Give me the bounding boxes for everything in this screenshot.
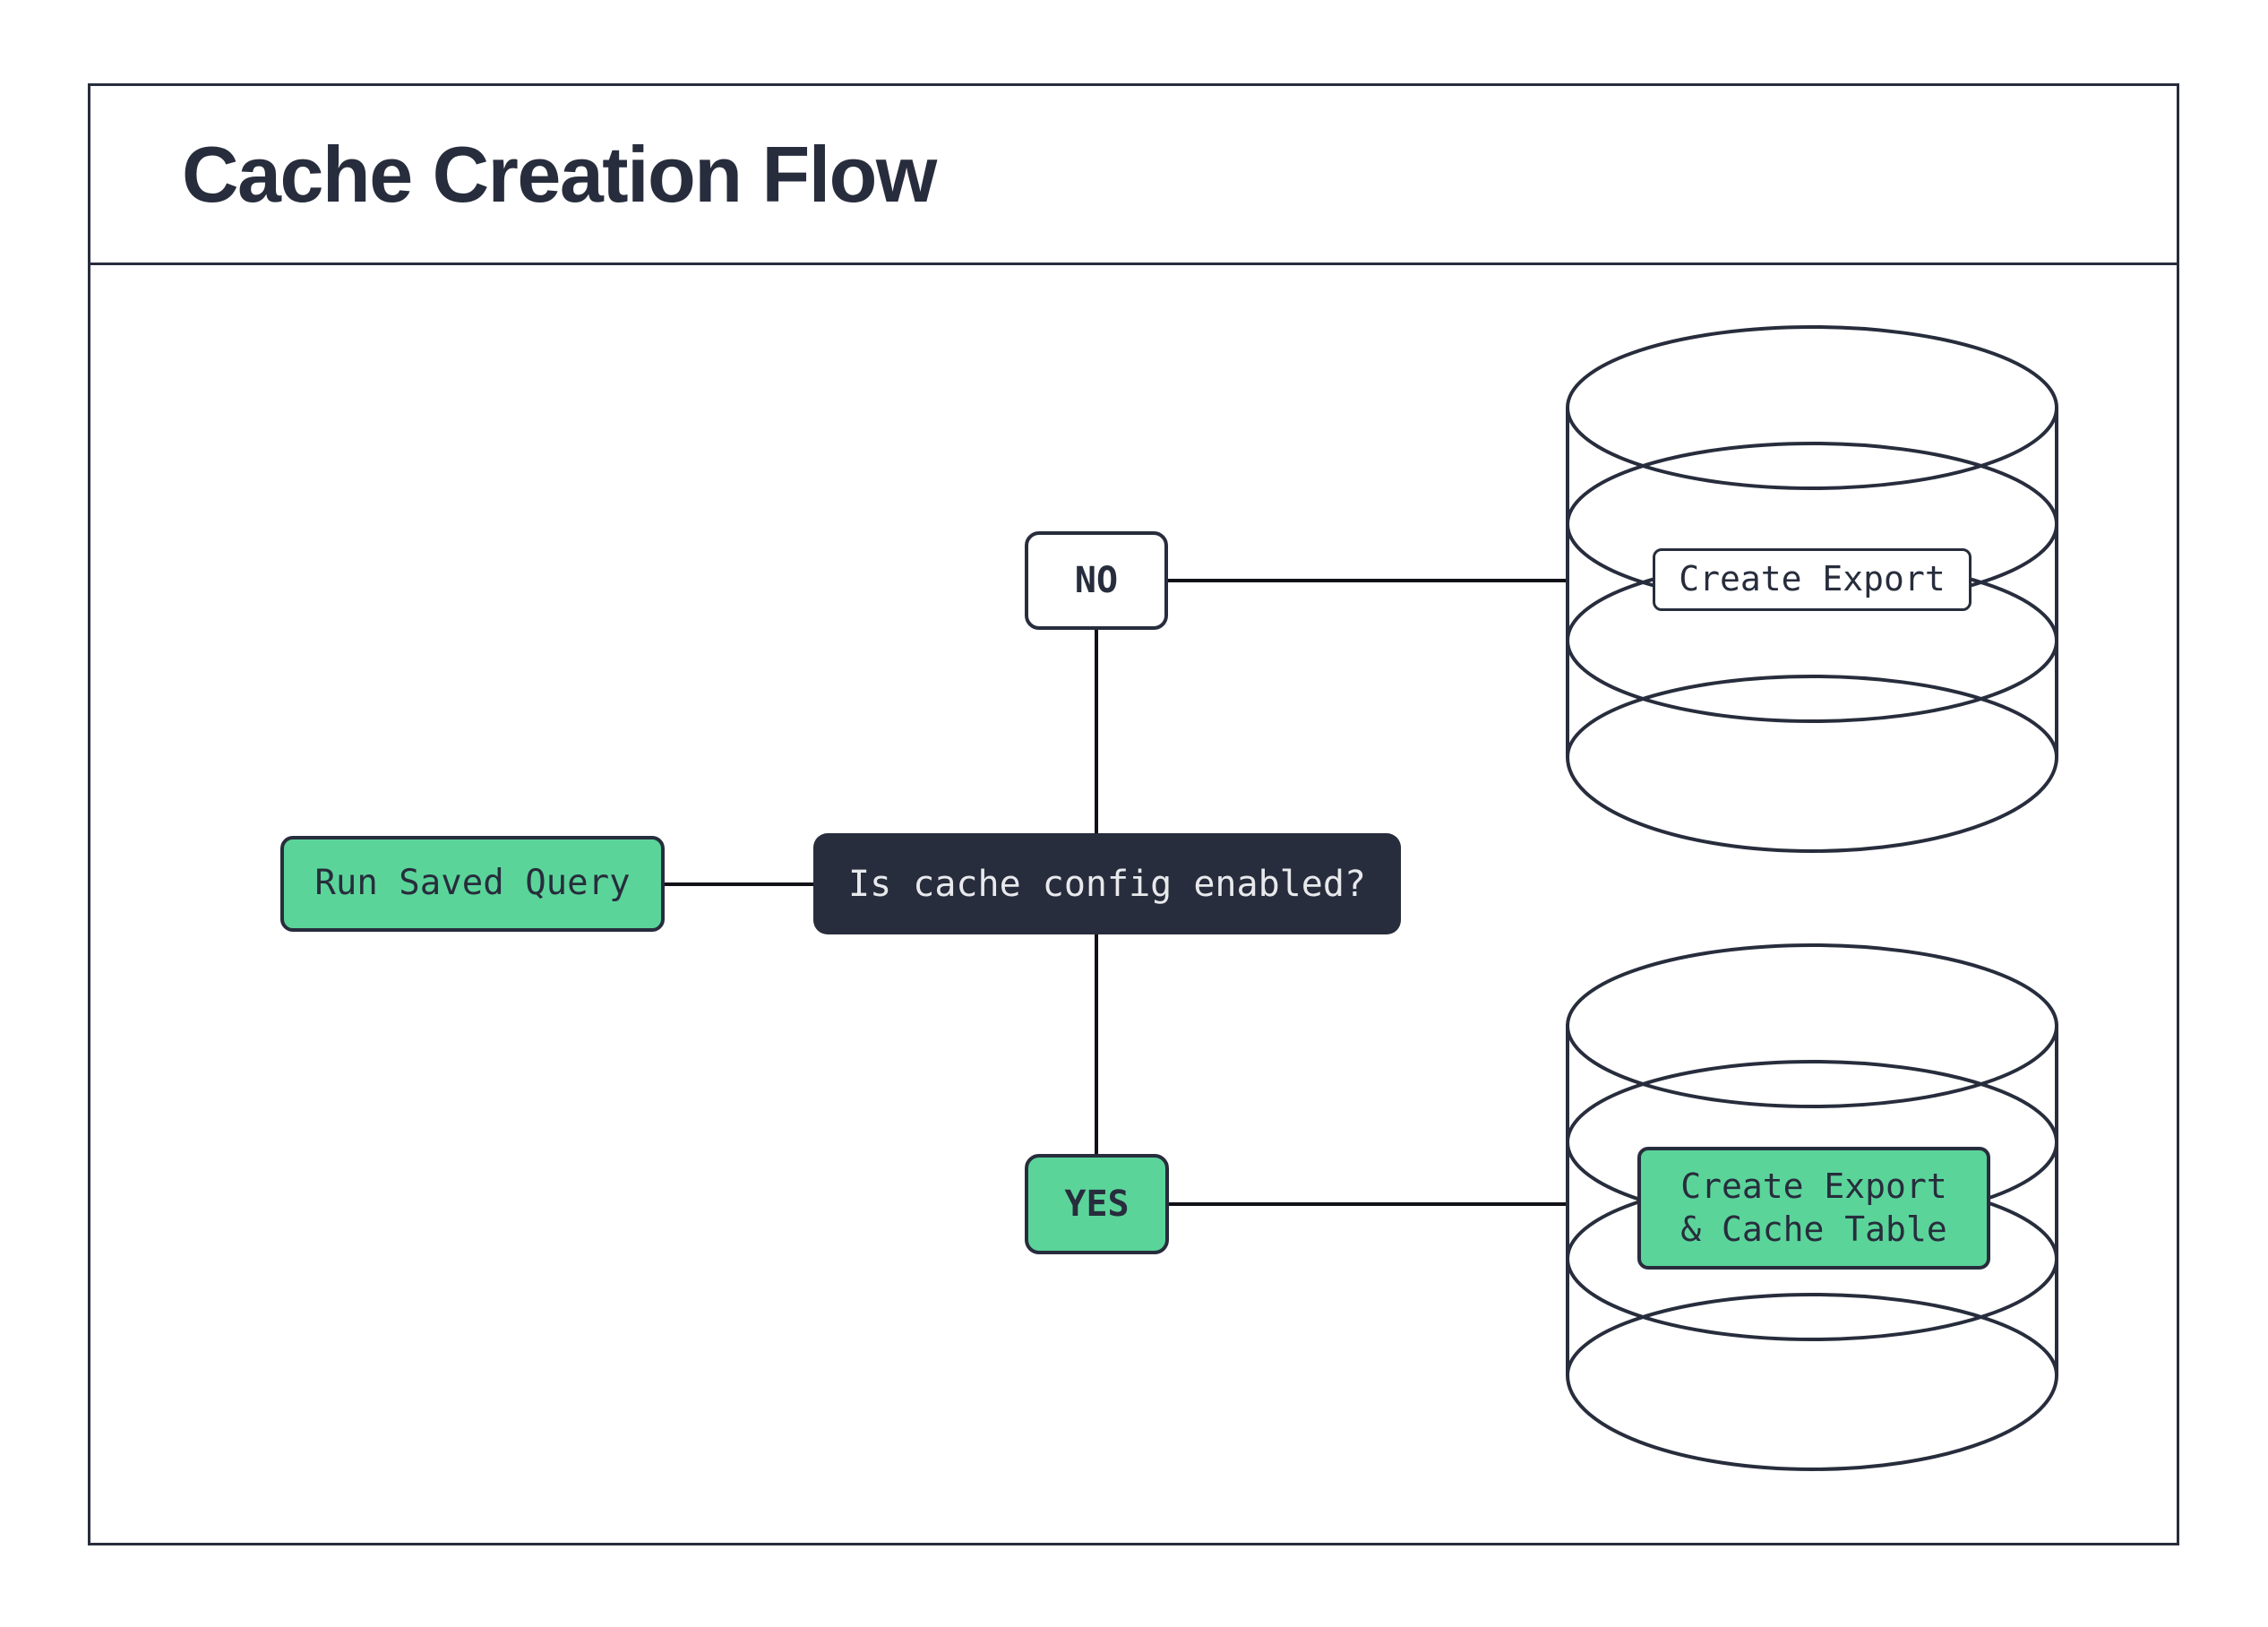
- node-create-export-label: Create Export: [1679, 559, 1946, 599]
- node-create-export-cache-table-line2: & Cache Table: [1680, 1209, 1947, 1249]
- node-cache-config-decision-label: Is cache config enabled?: [848, 863, 1366, 905]
- title-bar: Cache Creation Flow: [90, 86, 2177, 265]
- node-create-export: Create Export: [1653, 548, 1972, 611]
- node-run-saved-query: Run Saved Query: [280, 836, 665, 932]
- page-title: Cache Creation Flow: [182, 129, 937, 219]
- node-create-export-cache-table-line1: Create Export: [1680, 1166, 1947, 1206]
- connectors: [665, 579, 1568, 1206]
- node-branch-no-label: NO: [1074, 560, 1119, 601]
- node-run-saved-query-label: Run Saved Query: [314, 863, 631, 904]
- node-create-export-cache-table: Create Export & Cache Table: [1637, 1147, 1990, 1270]
- node-branch-yes: YES: [1025, 1154, 1169, 1254]
- node-branch-no: NO: [1025, 531, 1168, 630]
- node-branch-yes-label: YES: [1064, 1184, 1130, 1225]
- node-cache-config-decision: Is cache config enabled?: [813, 833, 1401, 934]
- diagram-frame: Cache Creation Flow: [88, 83, 2179, 1545]
